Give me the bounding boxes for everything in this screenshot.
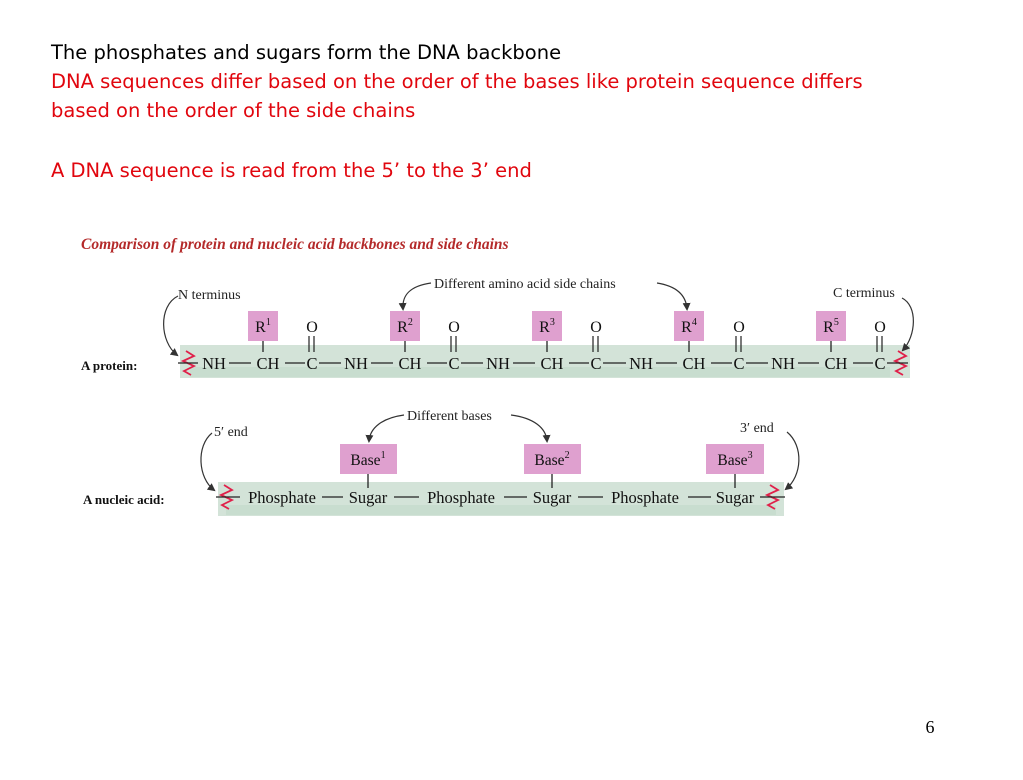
base-box-1 [340,444,397,474]
carbonyl-carbon: C [306,354,317,373]
sugar-group: Sugar [349,488,388,507]
amide-nh: NH [344,354,368,373]
carbonyl-oxygen: O [733,319,745,336]
slide-text: The phosphates and sugars form the DNA b… [51,38,981,185]
alpha-carbon: CH [825,354,848,373]
side-chain-arrow-right [656,282,691,311]
carbonyl-carbon: C [448,354,459,373]
page-number: 6 [925,717,935,737]
base-box-2 [524,444,581,474]
carbonyl-double-bonds [308,336,883,352]
side-chain-box-5 [816,311,846,341]
reading-direction-statement: A DNA sequence is read from the 5’ to th… [51,159,532,182]
carbonyl-oxygen: O [590,319,602,336]
carbonyl-oxygen: O [306,319,318,336]
carbonyl-oxygen: O [448,319,460,336]
c-terminus-arrow [901,297,914,352]
c-terminus-label: C terminus [833,286,895,301]
five-prime-end-label: 5′ end [214,425,248,440]
protein-band-shadow [190,367,890,377]
base-label: Base2 [534,450,569,469]
carbonyl-carbon: C [874,354,885,373]
alpha-carbon: CH [399,354,422,373]
sugar-group: Sugar [533,488,572,507]
carbonyl-oxygen: O [874,319,886,336]
nucleic-row-label: A nucleic acid: [83,492,165,507]
amide-nh: NH [629,354,653,373]
side-chain-arrow-left [398,282,432,311]
side-chain-bonds [262,341,832,352]
three-prime-arrow [784,431,800,491]
three-prime-end-label: 3′ end [740,421,774,436]
base-box-3 [706,444,764,474]
base-label: Base3 [717,450,752,469]
alpha-carbon: CH [257,354,280,373]
side-chain-callout: Different amino acid side chains [434,277,616,292]
five-prime-arrow [200,432,216,492]
side-chain-box-1 [248,311,278,341]
sequence-statement-line1: DNA sequences differ based on the order … [51,70,863,93]
carbonyl-carbon: C [733,354,744,373]
backbone-statement: The phosphates and sugars form the DNA b… [51,41,562,64]
side-chain-box-4 [674,311,704,341]
n-terminus-arrow [163,295,179,357]
bases-arrow-left [365,414,405,443]
side-chain-box-3 [532,311,562,341]
amide-nh: NH [202,354,226,373]
amide-nh: NH [771,354,795,373]
protein-row-label: A protein: [81,358,137,373]
sugar-group: Sugar [716,488,755,507]
n-terminus-label: N terminus [178,288,241,303]
phosphate-group: Phosphate [611,488,679,507]
amide-nh: NH [486,354,510,373]
alpha-carbon: CH [683,354,706,373]
nucleic-band-shadow [226,505,776,515]
carbonyl-carbon: C [590,354,601,373]
side-chain-box-2 [390,311,420,341]
phosphate-group: Phosphate [427,488,495,507]
phosphate-group: Phosphate [248,488,316,507]
sequence-statement-line2: based on the order of the side chains [51,99,416,122]
figure-title: Comparison of protein and nucleic acid b… [81,236,509,253]
bases-callout: Different bases [407,409,492,424]
bases-arrow-right [510,414,551,443]
base-sugar-bonds [367,474,736,488]
alpha-carbon: CH [541,354,564,373]
base-label: Base1 [350,450,385,469]
